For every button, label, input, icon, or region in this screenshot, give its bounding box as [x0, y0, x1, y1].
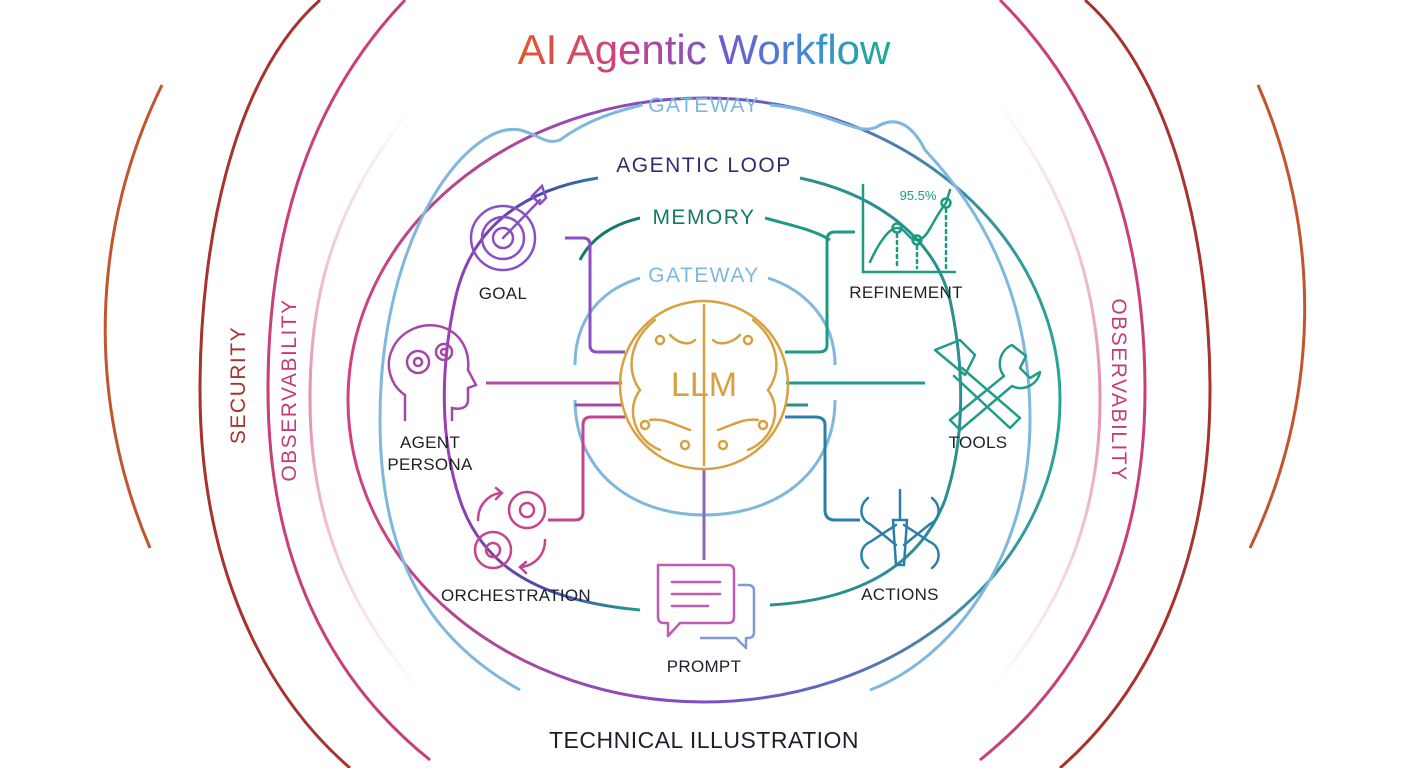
llm-core [618, 299, 790, 471]
inner-gateway-left [573, 276, 641, 366]
brain-left-lobe [630, 318, 662, 452]
refinement-node: 95.5% REFINEMENT [849, 183, 963, 302]
hammer-wrench-icon [933, 338, 1042, 432]
persona-label-line1: AGENT [400, 433, 460, 452]
outer-arc-left [103, 84, 164, 549]
fade-arc-left [308, 109, 422, 691]
gears-cycle-icon [473, 486, 547, 575]
connector-refinement [785, 230, 855, 354]
orchestration-label: ORCHESTRATION [441, 586, 591, 605]
gateway-outer-label: GATEWAY [648, 94, 760, 117]
outer-gateway-ring [346, 96, 1062, 704]
gateway-inner-label: GATEWAY [648, 264, 760, 287]
connectors [486, 230, 925, 560]
brain-right-lobe [746, 318, 778, 452]
line-chart-icon [861, 183, 957, 274]
diagram-title: AI Agentic Workflow [518, 26, 891, 73]
memory-ring [578, 216, 831, 261]
refinement-label: REFINEMENT [849, 283, 963, 302]
actions-label: ACTIONS [861, 585, 939, 604]
loop-left [442, 176, 641, 612]
persona-label-line2: PERSONA [387, 455, 473, 474]
connector-orchestration [548, 415, 625, 522]
memory-left [578, 216, 641, 261]
connector-actions [785, 415, 860, 522]
memory-right [764, 216, 831, 242]
connector-goal [565, 236, 625, 354]
observability-left-label: OBSERVABILITY [278, 298, 301, 481]
tools-node: TOOLS [933, 338, 1042, 452]
actions-node: ACTIONS [860, 488, 940, 604]
gateway-outer-bottom-left [378, 419, 521, 692]
core-circle [618, 299, 790, 471]
memory-label: MEMORY [652, 206, 755, 229]
refinement-value: 95.5% [900, 188, 937, 203]
head-gears-icon [387, 323, 478, 422]
ring-large [346, 96, 1062, 704]
agent-persona-node: AGENT PERSONA [387, 323, 478, 474]
security-label: SECURITY [227, 326, 250, 444]
prompt-label: PROMPT [667, 657, 742, 676]
footer-caption: TECHNICAL ILLUSTRATION [549, 727, 859, 753]
observability-arc-right [979, 0, 1147, 762]
tools-label: TOOLS [949, 433, 1008, 452]
security-arc-right [1059, 0, 1212, 768]
target-icon [469, 183, 548, 272]
observability-right-label: OBSERVABILITY [1107, 298, 1130, 481]
goal-label: GOAL [479, 284, 527, 303]
gateway-outer-right [769, 103, 1032, 692]
inner-gateway-right [767, 276, 837, 366]
outer-arc-right [1248, 84, 1307, 549]
wrench-screwdriver-icon [860, 488, 940, 570]
goal-node: GOAL [469, 183, 548, 303]
security-arcs [103, 0, 1307, 768]
chat-bubbles-icon [656, 563, 756, 650]
agentic-loop-label: AGENTIC LOOP [616, 154, 792, 177]
core-label: LLM [671, 366, 737, 404]
loop-right [769, 176, 963, 607]
gateway-outer-left [378, 103, 643, 421]
fade-arc-right [988, 99, 1102, 691]
prompt-node: PROMPT [656, 563, 756, 676]
observability-arc-left [266, 0, 431, 762]
security-arc-left [198, 0, 351, 768]
orchestration-node: ORCHESTRATION [441, 486, 591, 605]
